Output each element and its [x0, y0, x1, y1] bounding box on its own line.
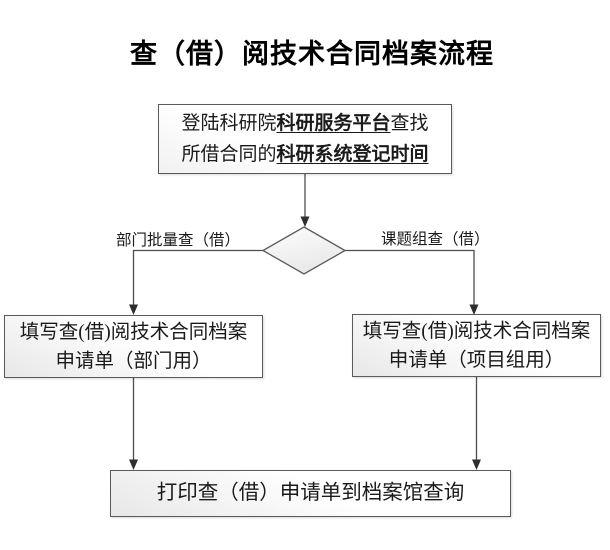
arrowhead-right-into-end-icon: [472, 459, 481, 470]
connector-decision-to-left-box: [132, 249, 263, 305]
start-line1-suffix: 查找: [390, 113, 429, 134]
page-title: 查（借）阅技术合同档案流程: [130, 39, 494, 69]
arrowhead-left-into-end-icon: [129, 459, 138, 470]
end-box: 打印查（借）申请单到档案馆查询: [110, 470, 511, 517]
branch-label-project-team: 课题组查（借）: [381, 231, 490, 248]
right-box-line1: 填写查(借)阅技术合同档案: [362, 320, 591, 342]
left-box-line2: 申请单（部门用）: [55, 350, 212, 372]
arrowhead-into-left-box-icon: [129, 304, 138, 315]
start-box-line2: 所借合同的科研系统登记时间: [181, 139, 428, 170]
arrowhead-into-right-box-icon: [469, 304, 479, 315]
left-process-box: 填写查(借)阅技术合同档案 申请单（部门用）: [4, 315, 263, 378]
decision-diamond: [261, 226, 347, 275]
branch-label-department: 部门批量查（借）: [116, 232, 241, 249]
start-box: 登陆科研院科研服务平台查找 所借合同的科研系统登记时间: [158, 104, 452, 174]
right-box-line2: 申请单（项目组用）: [388, 349, 565, 371]
connector-decision-to-right-box: [345, 249, 475, 305]
start-line2-prefix: 所借合同的: [181, 144, 277, 165]
right-process-box: 填写查(借)阅技术合同档案 申请单（项目组用）: [352, 314, 601, 377]
end-box-label: 打印查（借）申请单到档案馆查询: [156, 482, 465, 504]
left-box-line1: 填写查(借)阅技术合同档案: [19, 321, 248, 343]
arrowhead-into-decision-icon: [300, 216, 310, 227]
start-line2-regtime-emphasis: 科研系统登记时间: [276, 144, 429, 165]
start-line1-platform-emphasis: 科研服务平台: [276, 113, 391, 134]
start-line1-prefix: 登陆科研院: [181, 113, 277, 134]
start-box-line1: 登陆科研院科研服务平台查找: [181, 108, 428, 139]
